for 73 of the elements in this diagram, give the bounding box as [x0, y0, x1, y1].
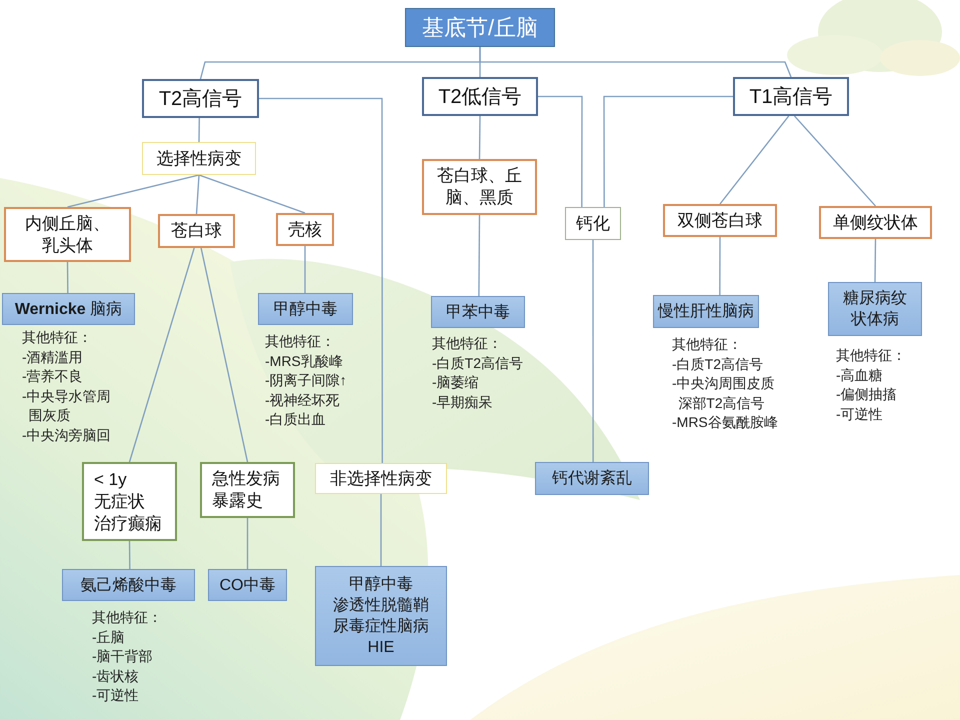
diagnosis-box: 糖尿病纹状体病: [828, 282, 922, 336]
note-text: 其他特征：: [432, 334, 502, 353]
connector-line: [66, 262, 68, 293]
connector-line: [304, 246, 306, 293]
location-box: 单侧纹状体: [819, 206, 932, 239]
diagnosis-box: 慢性肝性脑病: [653, 295, 759, 328]
connector-line: [198, 174, 306, 214]
note-text: -阴离子间隙↑: [265, 371, 347, 390]
note-text: -白质T2高信号: [672, 354, 763, 374]
note-text: -齿状核: [92, 666, 139, 686]
diagnosis-box: 氨己烯酸中毒: [62, 569, 195, 601]
category-box: T1高信号: [733, 77, 849, 116]
note-text: -白质出血: [265, 410, 326, 429]
connector-line: [874, 239, 876, 282]
category-box: T2高信号: [142, 79, 259, 118]
connector-line: [719, 116, 790, 204]
diagnosis-box: 甲苯中毒: [431, 296, 525, 328]
location-box: 内侧丘脑、乳头体: [4, 207, 131, 262]
subcategory-box: 非选择性病变: [315, 463, 447, 494]
connector-line: [246, 518, 248, 569]
note-text: -中央导水管周围灰质: [22, 386, 112, 425]
connector-line: [603, 96, 733, 207]
note-text: -偏侧抽搐: [836, 385, 897, 404]
note-text: -白质T2高信号: [432, 354, 523, 372]
diagnosis-box: CO中毒: [208, 569, 287, 601]
note-text: -丘脑: [92, 628, 125, 646]
diagnosis-box: 钙代谢紊乱: [535, 462, 649, 495]
note-text: -视神经坏死: [265, 390, 340, 410]
connector-line: [128, 248, 195, 462]
condition-box: 钙化: [565, 207, 621, 240]
header-box: 基底节/丘脑: [405, 8, 555, 47]
subcategory-box: 选择性病变: [142, 142, 256, 175]
note-text: -MRS乳酸峰: [265, 352, 343, 370]
location-box: 苍白球、丘脑、黑质: [422, 159, 537, 215]
note-text: -中央沟周围皮质深部T2高信号: [672, 374, 776, 412]
diagnosis-box: 甲醇中毒: [258, 293, 353, 325]
connector-line: [478, 116, 481, 159]
connector-line: [719, 237, 721, 295]
condition-box: 急性发病 暴露史: [200, 462, 295, 518]
connector-line: [538, 96, 583, 207]
location-box: 壳核: [276, 213, 334, 246]
connector-line: [479, 47, 792, 78]
note-text: -脑萎缩: [432, 373, 479, 392]
note-text: 其他特征：: [265, 332, 335, 351]
condition-box: < 1y 无症状 治疗癫痫: [82, 462, 177, 541]
connector-line: [67, 174, 200, 208]
note-text: 其他特征：: [92, 608, 162, 627]
note-text: -脑干背部: [92, 647, 153, 666]
note-text: 其他特征：: [22, 328, 92, 347]
note-text: -可逆性: [92, 686, 139, 705]
connector-line: [198, 118, 200, 142]
category-box: T2低信号: [422, 77, 538, 116]
note-text: -中央沟旁脑回: [22, 426, 111, 444]
connector-line: [478, 215, 480, 296]
note-text: -酒精滥用: [22, 348, 83, 366]
connector-line: [794, 116, 876, 206]
connector-line: [200, 248, 248, 462]
location-box: 双侧苍白球: [663, 204, 777, 237]
location-box: 苍白球: [158, 214, 235, 248]
note-text: 其他特征：: [836, 346, 906, 365]
note-text: -营养不良: [22, 367, 83, 386]
connector-line: [196, 174, 200, 214]
connector-line: [380, 494, 382, 566]
note-text: -高血糖: [836, 366, 883, 384]
connector-line: [592, 240, 594, 462]
note-text: -可逆性: [836, 404, 883, 424]
note-text: 其他特征：: [672, 335, 742, 354]
diagnosis-box: 甲醇中毒 渗透性脱髓鞘 尿毒症性脑病 HIE: [315, 566, 447, 666]
diagnosis-box: Wernicke 脑病: [2, 293, 135, 325]
connector-line: [128, 541, 130, 569]
connector-line: [259, 98, 383, 463]
note-text: -早期痴呆: [432, 392, 493, 412]
note-text: -MRS谷氨酰胺峰: [672, 413, 778, 432]
